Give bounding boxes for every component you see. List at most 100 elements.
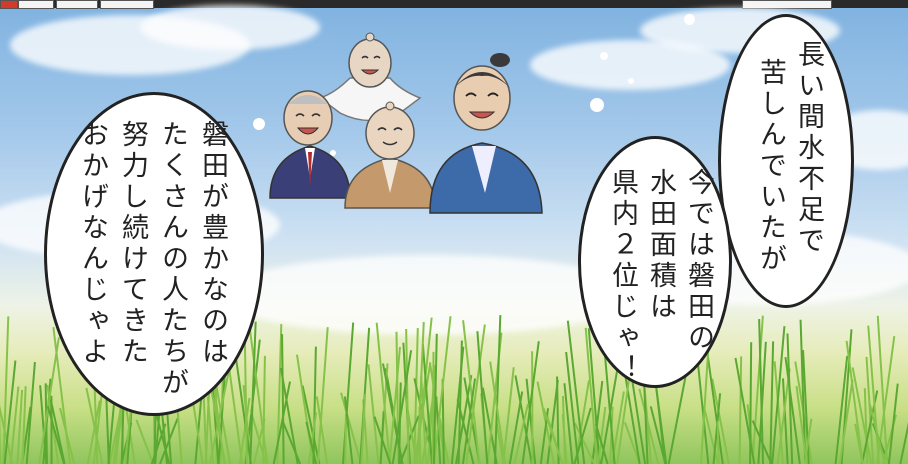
top-tab[interactable] [18,0,54,9]
sparkle [628,78,634,84]
grass-blade [868,404,886,464]
grass-blade [667,369,688,464]
grass-blade [416,321,425,464]
speech-line: 今では磐田の [683,168,714,354]
grass-blade [711,378,730,464]
grass-blade [421,344,433,464]
grass-blade [235,359,252,464]
speech-bubble-right [718,14,854,308]
grass-blade [391,350,413,464]
grass-blade [587,328,601,464]
speech-bubble-left [44,92,264,416]
grass-blade [206,396,215,464]
grass-blade [802,350,810,464]
grass-blade [771,326,786,464]
speech-line: 努力し続けてきた [117,120,148,368]
grass-blade [863,388,869,464]
grass-blade [342,322,355,464]
grass-blade [252,418,266,464]
grass-blade [574,422,596,464]
grass-blade [573,407,592,464]
grass-blade [86,400,101,464]
window-top-strip [0,0,908,9]
grass-blade [340,392,362,464]
character-bald-elder [344,101,436,209]
grass-blade [461,378,477,464]
top-tab[interactable] [56,0,98,9]
grass-blade [539,408,550,464]
speech-line: 苦しんでいたが [755,58,786,275]
top-tab[interactable] [100,0,154,9]
grass-blade [803,418,813,464]
grass-blade [867,325,881,464]
grass-blade [781,378,789,464]
grass-blade [344,414,347,464]
cloud [140,5,320,50]
grass-blade [561,395,567,464]
character-floating-elder [318,32,422,122]
grass-blade [427,365,437,464]
grass-blade [404,398,418,464]
character-samurai [429,53,543,214]
grass-blade [594,423,609,464]
grass-blade [307,412,318,464]
grass-blade [649,406,667,464]
grass-blade [865,356,875,464]
sparkle [330,150,336,156]
red-tab[interactable] [0,0,18,9]
grass-blade [316,327,329,464]
grass-blade [431,351,435,464]
grass-blade [584,327,599,464]
grass-blade [49,399,66,464]
grass-blade [600,368,619,464]
grass-blade [638,388,660,464]
grass-blade [591,380,604,464]
grass-blade [279,367,299,464]
grass-blade [52,326,72,464]
grass-blade [751,420,773,464]
grass-blade [542,407,564,464]
grass-blade [769,341,775,464]
grass-blade [295,354,315,464]
grass-blade [382,363,404,464]
grass-blade [860,390,879,464]
grass-blade [16,389,24,464]
top-tab[interactable] [742,0,832,9]
grass-blade [405,328,410,464]
sparkle [684,14,695,25]
grass-blade [749,342,753,464]
grass-blade [838,379,854,464]
grass-blade [3,360,17,464]
grass-blade [249,321,257,464]
grass-blade [432,316,452,464]
grass-blade [758,319,765,464]
grass-blade [508,391,524,464]
speech-line: おかげなんじゃよ [77,120,108,368]
grass-blade [738,356,743,464]
grass-blade [465,324,486,464]
grass-blade [784,357,801,464]
grass-blade [845,340,864,464]
speech-line: 県内２位じゃ！ [607,168,638,385]
grass-blade [150,423,167,464]
grass-blade [623,422,641,464]
grass-blade [59,407,76,464]
speech-line: 長い間水不足で [793,40,824,257]
grass-blade [395,331,400,464]
grass-blade [457,340,463,464]
grass-blade [281,334,285,464]
grass-blade [456,399,475,464]
grass-blade [751,315,764,464]
grass-blade [476,331,489,464]
grass-field [0,314,908,464]
grass-blade [513,403,529,464]
grass-blade [834,355,849,464]
grass-blade [343,396,354,464]
grass-blade [565,351,580,464]
speech-line: 磐田が豊かなのは [197,120,228,368]
speech-line: たくさんの人たちが [157,120,188,399]
grass-blade [502,367,515,464]
grass-blade [367,364,380,464]
grass-blade [135,419,155,464]
grass-blade [25,361,36,464]
